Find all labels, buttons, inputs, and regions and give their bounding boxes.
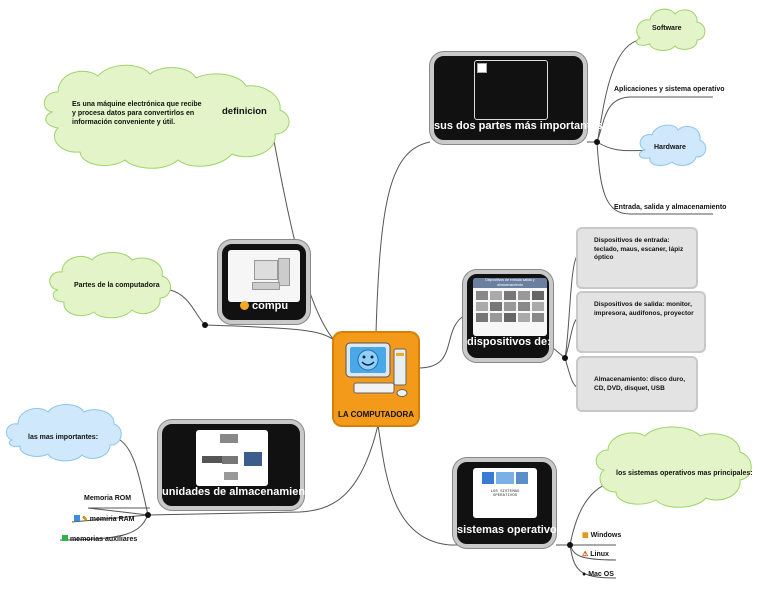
item-memoria-ram[interactable]: ✎ memiria RAM: [74, 515, 135, 523]
cloud-software[interactable]: Software: [652, 25, 682, 32]
broken-image-icon: [477, 63, 487, 73]
computer-smiley-icon: [345, 342, 408, 397]
item-entrada-salida[interactable]: Entrada, salida y almacenamiento: [614, 204, 727, 211]
topic-unidades-almacenamiento[interactable]: unidades de almacenamiento: [158, 420, 316, 510]
green-check-icon: [62, 535, 68, 541]
topic-partes-importantes[interactable]: sus dos partes más importantes: [430, 52, 603, 144]
item-memorias-auxiliares-label: memorias auxiliares: [69, 536, 138, 543]
orange-dot-icon: [239, 301, 249, 310]
cloud-mas-importantes[interactable]: las mas importantes:: [28, 434, 99, 441]
item-windows[interactable]: ▦ Windows: [582, 531, 621, 539]
item-linux[interactable]: ⚠ Linux: [582, 550, 609, 558]
topic-compu[interactable]: compu: [218, 240, 310, 324]
storage-thumbnail: [196, 430, 268, 486]
box-dispositivos-salida[interactable]: Dispositivos de salida: monitor, impreso…: [576, 291, 706, 353]
linux-icon: ⚠: [582, 551, 589, 558]
item-linux-label: Linux: [590, 551, 609, 558]
topic-sistemas-label: sistemas operativos: [457, 524, 563, 536]
cloud-partes-computadora[interactable]: Partes de la computadora: [74, 282, 160, 289]
item-memoria-rom[interactable]: Memoria ROM: [84, 495, 132, 502]
central-topic-label: LA COMPUTADORA: [338, 410, 414, 419]
box-dispositivos-entrada[interactable]: Dispositivos de entrada: teclado, maus, …: [576, 227, 698, 289]
cloud-sistemas-principales[interactable]: los sistemas operativos mas principales:: [616, 470, 753, 477]
topic-compu-text: compu: [252, 300, 289, 312]
os-thumbnail-caption: LOS SISTEMAS OPERATIVOS: [490, 490, 520, 498]
pencil-icon: ✎: [81, 516, 88, 523]
topic-sistemas-operativos[interactable]: LOS SISTEMAS OPERATIVOS sistemas operati…: [453, 458, 563, 548]
cloud-shapes: [5, 8, 752, 508]
item-memorias-auxiliares[interactable]: memorias auxiliares: [62, 535, 137, 543]
item-mac[interactable]: ● Mac OS: [582, 571, 614, 578]
topic-dispositivos-label: dispositivos de:: [467, 336, 551, 348]
cloud-hardware[interactable]: Hardware: [654, 144, 686, 151]
box-almacenamiento[interactable]: Almacenamiento: disco duro, CD, DVD, dis…: [576, 356, 698, 412]
windows-icon: ▦: [582, 532, 589, 539]
item-memoria-ram-label: memiria RAM: [89, 516, 135, 523]
devices-thumbnail-caption: Dispositivos de entrada salida y almacen…: [473, 278, 547, 288]
devices-thumbnail: Dispositivos de entrada salida y almacen…: [473, 278, 547, 336]
item-aplicaciones[interactable]: Aplicaciones y sistema operativo: [614, 86, 725, 93]
computer-parts-thumbnail: [228, 250, 300, 302]
broken-image-placeholder: [474, 60, 548, 120]
apple-icon: ●: [582, 571, 587, 578]
central-topic[interactable]: LA COMPUTADORA: [334, 333, 418, 425]
topic-unidades-label: unidades de almacenamiento: [162, 486, 316, 498]
os-thumbnail: LOS SISTEMAS OPERATIVOS: [473, 468, 537, 518]
cloud-definicion-text[interactable]: Es una máquine electrónica que recibe y …: [72, 101, 202, 126]
item-mac-label: Mac OS: [588, 571, 614, 578]
topic-compu-label: compu: [222, 300, 306, 312]
topic-partes-label: sus dos partes más importantes: [434, 120, 603, 132]
checkbox-icon: [74, 515, 80, 521]
topic-definicion[interactable]: definicion: [222, 106, 267, 117]
topic-dispositivos[interactable]: Dispositivos de entrada salida y almacen…: [463, 270, 553, 362]
item-windows-label: Windows: [590, 532, 622, 539]
